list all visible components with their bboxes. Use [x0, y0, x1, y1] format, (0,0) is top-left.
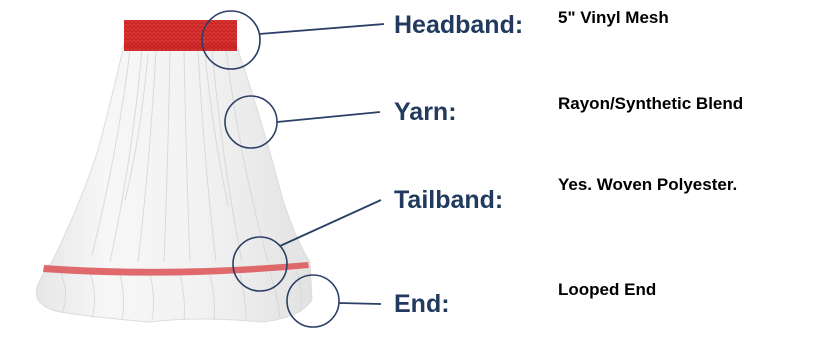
yarn-strands [59, 49, 302, 321]
tailband-callout-circle [232, 236, 288, 292]
tailband-label: Tailband: [394, 186, 504, 214]
end-callout-circle [286, 274, 340, 328]
mop-yarn [35, 43, 313, 323]
end-label: End: [394, 290, 450, 318]
headband-callout-circle [201, 10, 261, 70]
tailband-stripe [43, 262, 309, 276]
headband-value: 5" Vinyl Mesh [558, 8, 669, 27]
yarn-label: Yarn: [394, 98, 457, 126]
headband-label: Headband: [394, 11, 524, 39]
end-leader-line [338, 302, 382, 305]
tailband-leader-line [279, 199, 382, 247]
end-value: Looped End [558, 280, 657, 299]
tailband-value: Yes. Woven Polyester. [558, 175, 738, 194]
yarn-leader-line [276, 111, 381, 123]
headband-leader-line [258, 23, 385, 35]
yarn-value: Rayon/Synthetic Blend [558, 94, 744, 113]
